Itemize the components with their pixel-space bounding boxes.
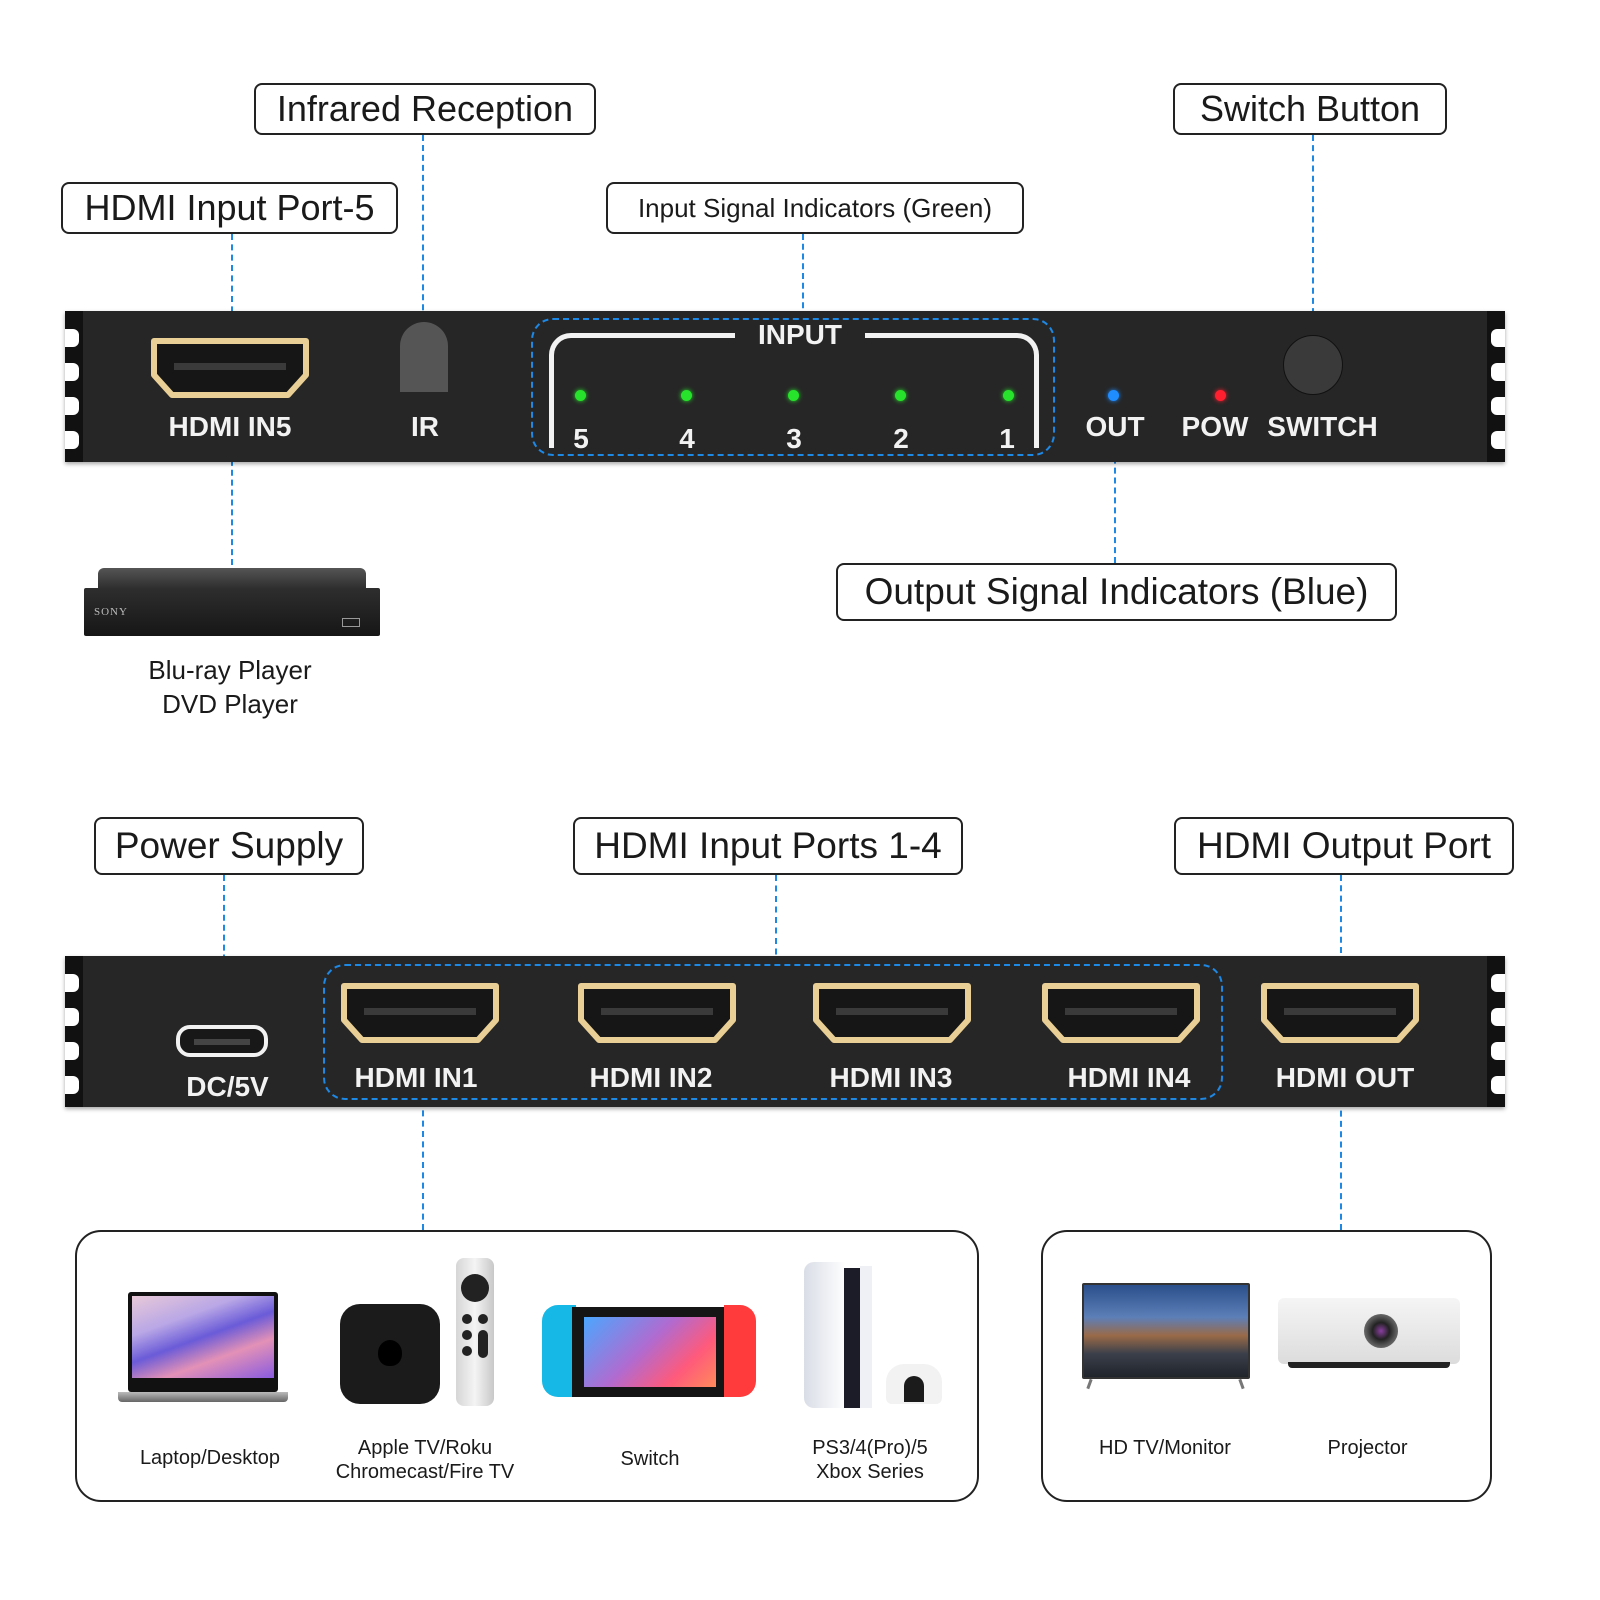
hdmi-in1-label: HDMI IN1 <box>354 1062 478 1093</box>
input-led-5 <box>575 390 586 401</box>
vent-notch <box>65 1008 79 1026</box>
input-number-4: 4 <box>679 423 695 454</box>
input-indicators-highlight <box>531 318 1055 456</box>
vent-notch <box>65 1042 79 1060</box>
switch-button[interactable] <box>1283 335 1343 395</box>
apple-logo-icon <box>378 1340 402 1366</box>
usb-c-power-port[interactable] <box>176 1025 268 1057</box>
callout-hdmi-output-port: HDMI Output Port <box>1174 817 1514 875</box>
front-panel: HDMI IN5 IR INPUT 5 4 3 2 1 OUT POW SWIT… <box>65 311 1505 462</box>
input-group-label: INPUT <box>758 319 842 350</box>
hdmi-in5-label: HDMI IN5 <box>168 411 292 442</box>
connector-line <box>231 234 233 364</box>
vent-notch <box>65 1076 79 1094</box>
dc-5v-label: DC/5V <box>186 1071 269 1102</box>
input-number-3: 3 <box>786 423 802 454</box>
vent-notch <box>1491 431 1505 449</box>
vent-notch <box>1491 1042 1505 1060</box>
panel-right-edge <box>1487 956 1505 1107</box>
laptop-image <box>118 1292 288 1410</box>
vent-notch <box>65 431 79 449</box>
callout-infrared-reception: Infrared Reception <box>254 83 596 135</box>
device-caption-console-line2: Xbox Series <box>816 1461 924 1483</box>
device-caption-projector: Projector <box>1327 1437 1408 1459</box>
hdmi-in4-label: HDMI IN4 <box>1067 1062 1191 1093</box>
bluray-caption-line2: DVD Player <box>162 689 298 719</box>
bluray-player-image: SONY <box>84 568 380 640</box>
callout-input-signal-indicators: Input Signal Indicators (Green) <box>606 182 1024 234</box>
pow-label: POW <box>1181 411 1249 442</box>
connector-line <box>775 875 777 965</box>
hdmi-port-icon[interactable] <box>150 337 310 399</box>
vent-notch <box>65 397 79 415</box>
input-title-gap <box>735 321 865 351</box>
callout-switch-button: Switch Button <box>1173 83 1447 135</box>
device-caption-console-line1: PS3/4(Pro)/5 <box>812 1437 928 1459</box>
projector-image <box>1278 1298 1460 1370</box>
panel-right-edge <box>1487 311 1505 462</box>
bluray-brand: SONY <box>94 606 128 618</box>
projector-lens-icon <box>1364 1314 1398 1348</box>
device-caption-streaming-line2: Chromecast/Fire TV <box>335 1461 515 1483</box>
hdmi-out-label: HDMI OUT <box>1275 1062 1415 1093</box>
panel-left-edge <box>65 956 83 1107</box>
callout-hdmi-input-ports: HDMI Input Ports 1-4 <box>573 817 963 875</box>
out-led <box>1108 390 1119 401</box>
hdmi-in2-port-icon[interactable] <box>577 982 737 1044</box>
vent-notch <box>65 363 79 381</box>
panel-left-edge <box>65 311 83 462</box>
callout-hdmi-input-port-5: HDMI Input Port-5 <box>61 182 398 234</box>
input-number-2: 2 <box>893 423 909 454</box>
device-caption-switch: Switch <box>620 1448 680 1470</box>
hdmi-in3-label: HDMI IN3 <box>829 1062 953 1093</box>
rear-panel: DC/5V HDMI IN1 HDMI IN2 HDMI IN3 HDMI IN… <box>65 956 1505 1107</box>
connector-line <box>231 440 233 565</box>
connector-line <box>422 135 424 360</box>
connector-line <box>802 234 804 318</box>
device-caption-laptop: Laptop/Desktop <box>139 1447 281 1469</box>
hdmi-in3-port-icon[interactable] <box>812 982 972 1044</box>
input-number-5: 5 <box>573 423 589 454</box>
input-led-1 <box>1003 390 1014 401</box>
ir-label: IR <box>411 411 439 442</box>
input-led-2 <box>895 390 906 401</box>
callout-power-supply: Power Supply <box>94 817 364 875</box>
power-led <box>1215 390 1226 401</box>
vent-notch <box>1491 1008 1505 1026</box>
vent-notch <box>1491 397 1505 415</box>
input-led-3 <box>788 390 799 401</box>
hdmi-in4-port-icon[interactable] <box>1041 982 1201 1044</box>
hdmi-in1-port-icon[interactable] <box>340 982 500 1044</box>
ir-sensor <box>400 322 448 392</box>
device-caption-tv: HD TV/Monitor <box>1099 1437 1231 1459</box>
vent-notch <box>1491 1076 1505 1094</box>
callout-output-signal-indicators: Output Signal Indicators (Blue) <box>836 563 1397 621</box>
hdmi-out-port-icon[interactable] <box>1260 982 1420 1044</box>
device-caption-streaming-line1: Apple TV/Roku <box>357 1437 493 1459</box>
tv-monitor-image <box>1082 1283 1250 1390</box>
vent-notch <box>1491 974 1505 992</box>
vent-notch <box>1491 363 1505 381</box>
input-number-1: 1 <box>999 423 1015 454</box>
connector-line <box>1340 1090 1342 1230</box>
hdmi-in2-label: HDMI IN2 <box>589 1062 713 1093</box>
connector-line <box>422 1100 424 1230</box>
nintendo-switch-image <box>542 1305 756 1399</box>
apple-tv-image <box>340 1258 500 1408</box>
vent-notch <box>65 329 79 347</box>
hdmi-inputs-highlight <box>323 964 1223 1100</box>
connector-line <box>1340 875 1342 1025</box>
vent-notch <box>1491 329 1505 347</box>
out-label: OUT <box>1085 411 1145 442</box>
bluray-caption-line1: Blu-ray Player <box>148 655 312 685</box>
ps5-image <box>800 1252 950 1412</box>
switch-label: SWITCH <box>1267 411 1378 442</box>
input-led-4 <box>681 390 692 401</box>
connector-line <box>1114 398 1116 563</box>
connector-line <box>1312 135 1314 365</box>
vent-notch <box>65 974 79 992</box>
